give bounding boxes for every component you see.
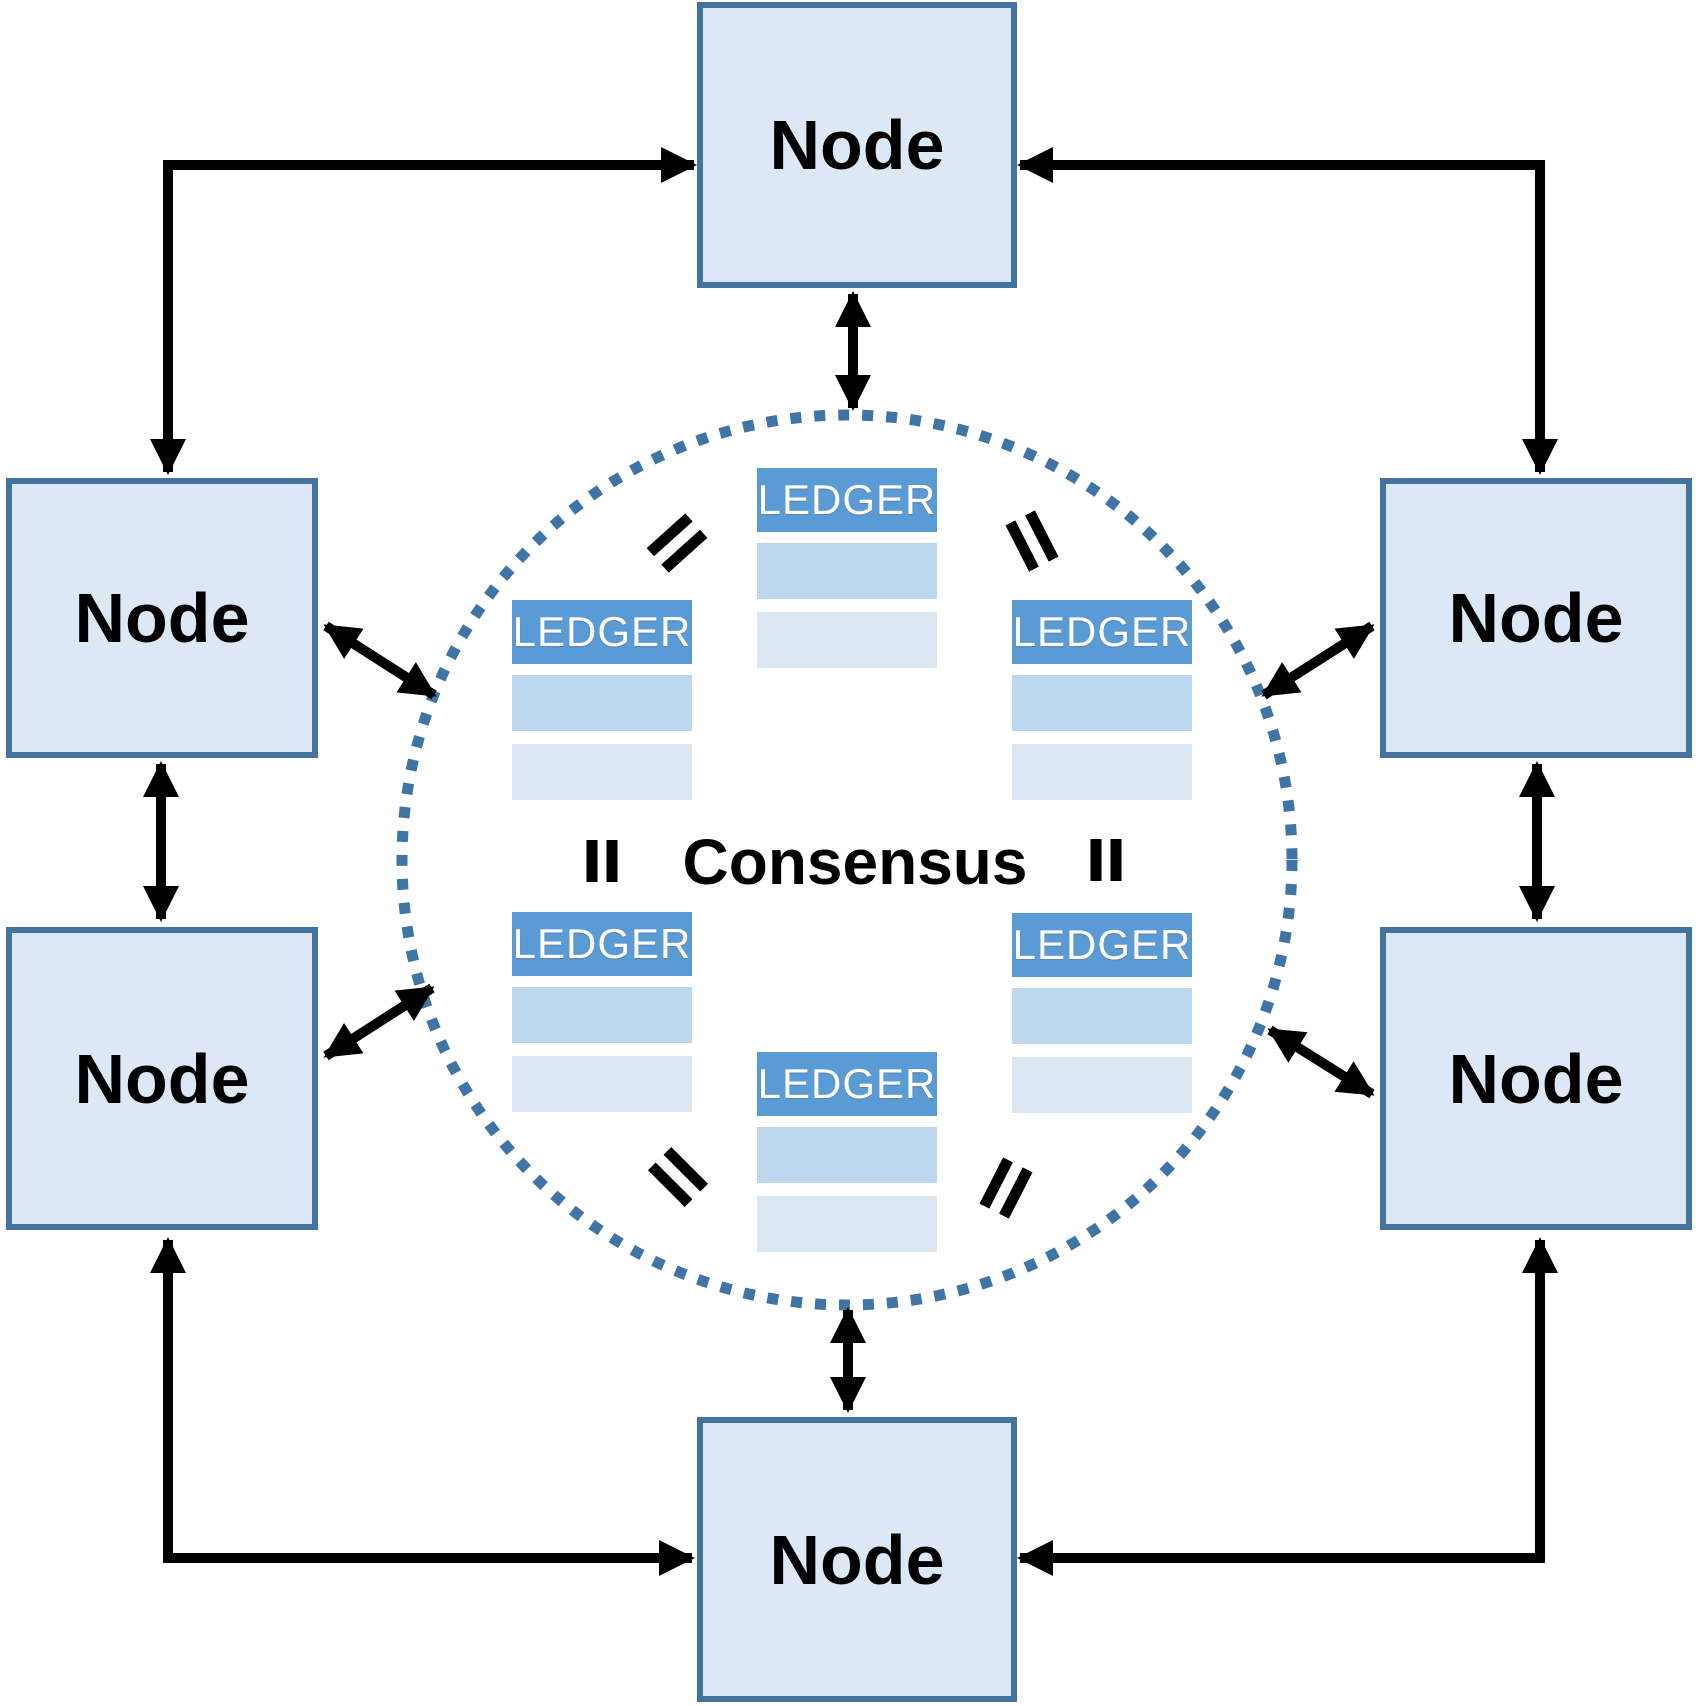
node-box-left-upper: Node — [6, 478, 318, 758]
ledger-row — [512, 675, 692, 731]
ledger-row — [512, 987, 692, 1043]
arrow-top-node-to-right-upper-node — [1017, 147, 1558, 475]
ledger-header: LEDGER — [1012, 600, 1192, 664]
ledger-header: LEDGER — [1012, 913, 1192, 977]
arrow-left-upper-node-to-circle — [323, 621, 437, 700]
ledger-row — [757, 543, 937, 599]
equals-mark-middle-right-icon — [1090, 839, 1122, 881]
ledger-table-top-center: LEDGER — [757, 468, 937, 668]
consensus-title: Consensus — [682, 826, 1028, 898]
ledger-row — [512, 744, 692, 800]
node-box-right-upper: Node — [1380, 478, 1692, 758]
equals-mark-upper-right-icon — [1005, 510, 1059, 572]
ledger-row — [1012, 988, 1192, 1044]
arrow-top-node-to-left-upper-node — [150, 147, 697, 475]
node-box-right-lower: Node — [1380, 927, 1692, 1230]
ledger-table-lower-right: LEDGER — [1012, 913, 1192, 1113]
ledger-row — [1012, 675, 1192, 731]
equals-mark-middle-left-icon — [586, 840, 618, 882]
ledger-row — [757, 1127, 937, 1183]
equals-mark-lower-left-icon — [647, 1146, 709, 1208]
ledger-row — [512, 1056, 692, 1112]
node-box-bottom: Node — [697, 1417, 1017, 1702]
arrow-left-lower-node-to-bottom-node — [150, 1237, 695, 1576]
node-box-left-lower: Node — [6, 927, 318, 1230]
ledger-table-bottom-center: LEDGER — [757, 1052, 937, 1252]
equals-mark-lower-right-icon — [979, 1157, 1033, 1219]
ledger-table-upper-left: LEDGER — [512, 600, 692, 800]
ledger-row — [1012, 744, 1192, 800]
ledger-table-lower-left: LEDGER — [512, 912, 692, 1112]
node-label: Node — [1448, 579, 1624, 657]
ledger-header: LEDGER — [512, 600, 692, 664]
consensus-dotted-circle-icon — [396, 409, 1298, 1311]
arrow-right-upper-node-to-circle — [1261, 621, 1375, 700]
arrow-right-lower-node-to-bottom-node — [1017, 1237, 1558, 1576]
ledger-header: LEDGER — [757, 1052, 937, 1116]
ledger-row — [757, 612, 937, 668]
ledger-row — [1012, 1057, 1192, 1113]
ledger-header: LEDGER — [512, 912, 692, 976]
node-label: Node — [1448, 1039, 1624, 1118]
ledger-header: LEDGER — [757, 468, 937, 532]
ledger-table-upper-right: LEDGER — [1012, 600, 1192, 800]
arrow-right-lower-node-to-circle — [1267, 1025, 1375, 1099]
equals-mark-upper-left-icon — [646, 513, 708, 573]
node-label: Node — [74, 579, 250, 657]
node-label: Node — [769, 106, 945, 184]
arrow-left-lower-node-to-circle — [323, 983, 435, 1061]
node-label: Node — [74, 1039, 250, 1118]
node-label: Node — [769, 1520, 945, 1599]
node-box-top: Node — [697, 2, 1017, 288]
ledger-row — [757, 1196, 937, 1252]
